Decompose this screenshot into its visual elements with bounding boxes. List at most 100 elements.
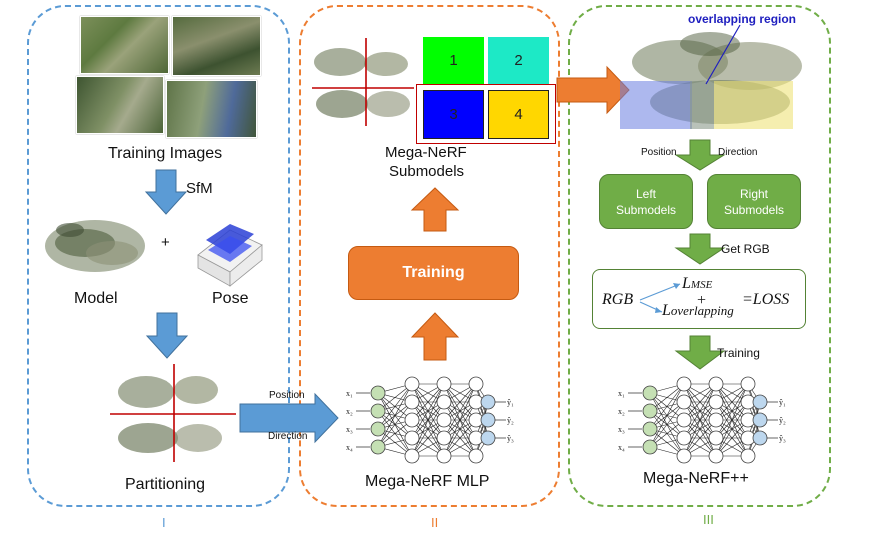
submodel-quadrant-1: 1 — [423, 37, 484, 84]
pose-label: Pose — [212, 290, 249, 307]
partitioned-point-cloud — [110, 364, 236, 462]
mlp-output-label: ŷ₃ — [507, 434, 514, 443]
formula-equals-loss: =LOSS — [742, 291, 790, 308]
position-label-i: Position — [269, 390, 305, 401]
mlp-edge — [377, 383, 413, 448]
mlp-plus-node — [740, 448, 756, 464]
mlp-plus-output-label: ŷ₃ — [779, 434, 786, 443]
panel-iii-frame — [568, 5, 831, 507]
mlp-node — [404, 412, 420, 428]
left-submodels-box: Left Submodels — [599, 174, 693, 229]
left-region — [620, 81, 692, 129]
mlp-plus-node — [708, 448, 724, 464]
mlp-plus-edge — [649, 383, 685, 430]
mlp-node — [436, 430, 452, 446]
pose-camera-grid — [197, 224, 263, 287]
mlp-input-label: x₂ — [346, 407, 353, 416]
mlp-plus-node — [752, 412, 768, 428]
mlp-node — [370, 421, 386, 437]
mlp-plus-edge — [683, 401, 717, 457]
mlp-edge — [443, 383, 477, 457]
mlp-plus-edge — [715, 419, 749, 457]
get-rgb-label: Get RGB — [721, 242, 770, 256]
right-submodels-line1: Right — [739, 186, 768, 201]
mlp-plus-node — [676, 394, 692, 410]
mlp-plus-node — [642, 403, 658, 419]
mlp-plus-edge — [715, 383, 749, 439]
mlp-plus-edge — [715, 383, 749, 457]
mlp-plus-edge — [683, 383, 717, 421]
direction-label-iii: Direction — [718, 147, 758, 158]
formula-l-overlap-sub: overlapping — [670, 303, 734, 318]
mlp-edge — [443, 401, 477, 457]
mlp-plus-node — [708, 376, 724, 392]
mlp-edge — [443, 383, 477, 439]
mlp-plus-node — [752, 430, 768, 446]
mlp-edge — [443, 419, 477, 457]
mlp-input-label: x₄ — [346, 443, 353, 452]
mlp-plus-node — [676, 430, 692, 446]
mlp-plus-node — [642, 385, 658, 401]
mlp-node — [370, 439, 386, 455]
formula-l-mse-sub: MSE — [690, 279, 713, 291]
mlp-plus-edge — [683, 383, 717, 439]
mlp-node — [404, 448, 420, 464]
mlp-plus-output-label: ŷ₂ — [779, 416, 786, 425]
mlp-plus-node — [676, 412, 692, 428]
mlp-plus-node — [708, 430, 724, 446]
mlp-plus-input-label: x₃ — [618, 425, 625, 434]
right-submodels-line2: Submodels — [723, 202, 785, 217]
mlp-label: Mega-NeRF MLP — [365, 473, 490, 490]
submodel-quadrant-2: 2 — [488, 37, 549, 84]
mlp-edge — [411, 419, 445, 457]
right-submodels-box: Right Submodels — [707, 174, 801, 229]
mlp-output-label: ŷ₁ — [507, 398, 514, 407]
mlp-plus-edge — [683, 419, 717, 457]
mlp-plus-output-label: ŷ₁ — [779, 398, 786, 407]
mlp-plus-node — [708, 394, 724, 410]
mlp-input-label: x₃ — [346, 425, 353, 434]
mlp-node — [436, 376, 452, 392]
mlp-plus-edge — [715, 401, 749, 457]
mlp-edge — [411, 383, 445, 439]
mlp-node — [370, 385, 386, 401]
mlp-plus-input-label: x₁ — [618, 389, 625, 398]
mlp-plus-node — [676, 376, 692, 392]
submodels-label-line2: Submodels — [389, 163, 465, 180]
mlp-node — [436, 448, 452, 464]
panel-iii-numeral: III — [703, 512, 714, 527]
mlp-plus-node — [642, 439, 658, 455]
overlapping-region-label: overlapping region — [688, 12, 797, 26]
right-region — [714, 81, 793, 129]
mlp-node — [436, 412, 452, 428]
submodel-quadrant-3: 3 — [423, 90, 484, 139]
training-box: Training — [348, 246, 519, 300]
model-point-cloud — [45, 220, 145, 272]
mlp-edge — [377, 383, 413, 430]
training-images-label: Training Images — [108, 145, 223, 162]
mlp-edge — [377, 401, 413, 448]
submodel-highlight-box — [416, 84, 556, 144]
mlp-plus-edge — [649, 401, 685, 448]
direction-label-i: Direction — [268, 431, 308, 442]
mlp-node — [404, 394, 420, 410]
mlp-node — [468, 448, 484, 464]
panel-ii-frame — [299, 5, 560, 507]
mlp-output-label: ŷ₂ — [507, 416, 514, 425]
formula-plus: + — [697, 292, 707, 309]
training-photo-1 — [80, 16, 169, 74]
formula-l-overlap-l: L — [662, 302, 671, 319]
mlp-plus-node — [708, 412, 724, 428]
formula-l-mse: LMSE — [682, 275, 712, 293]
training-photo-4 — [166, 80, 257, 138]
model-label: Model — [74, 290, 118, 307]
training-photo-3 — [76, 76, 164, 134]
partitioning-label: Partitioning — [125, 476, 206, 493]
